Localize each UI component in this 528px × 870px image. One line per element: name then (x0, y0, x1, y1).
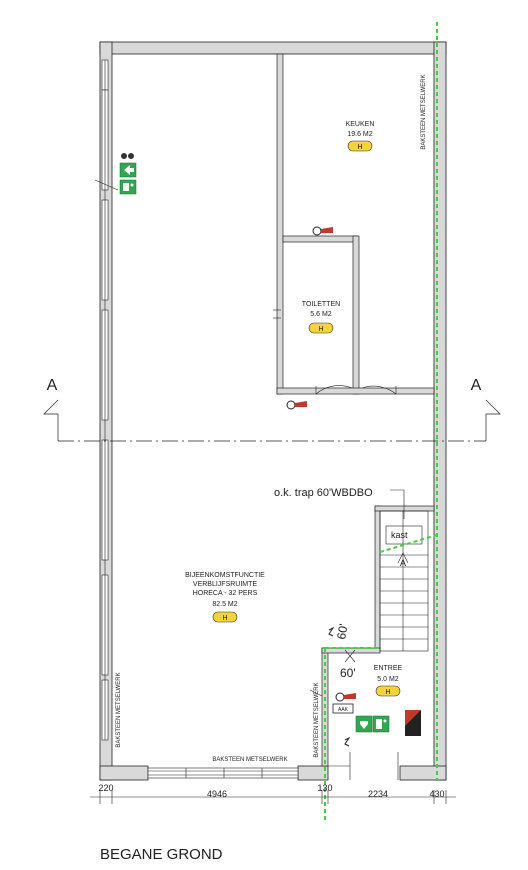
fire-extinguisher-icon (286, 400, 307, 410)
room-line2: VERBLIJFSRUIMTE (193, 581, 258, 588)
wall-kitchen-left (276, 53, 284, 395)
dim-220: 220 (98, 783, 113, 793)
wall-toilet-right (352, 235, 360, 395)
exit-door-line (94, 179, 119, 191)
fire-extinguisher-icon (335, 692, 356, 702)
badge-label: H (357, 144, 362, 151)
smoke-detector-icon (121, 153, 134, 159)
left-facade-windows (101, 59, 109, 741)
room-area: 19.6 M2 (347, 131, 372, 138)
badge-label: H (318, 326, 323, 333)
exit-person-sign-icon (119, 179, 137, 195)
drawing-title: BEGANE GROND (100, 846, 223, 863)
room-area: 5.6 M2 (310, 311, 332, 318)
wall-label-bottom: BAKSTEEN METSELWERK (212, 757, 287, 763)
exit-arrow-sign-icon (119, 162, 137, 178)
stair-arrow-label: A (400, 558, 406, 568)
room-entree: ENTREE 5.0 M2 H (374, 665, 403, 697)
fire-compartment-line (324, 22, 438, 822)
fire-rating-marks (309, 649, 356, 697)
wall-bottom-right (399, 765, 447, 781)
wall-label-left: BAKSTEEN METSELWERK (116, 672, 122, 747)
room-name: KEUKEN (346, 121, 375, 128)
section-marker-left: A (47, 377, 58, 394)
emergency-light-icon (328, 626, 351, 747)
stair-note-leader (390, 489, 405, 519)
wall-toilet-bottom (276, 387, 435, 395)
wall-right (433, 41, 447, 781)
entree-door (328, 752, 399, 780)
kast-label: kast (391, 530, 408, 540)
room-bijeenkomst: BIJEENKOMSTFUNCTIE VERBLIJFSRUIMTE HOREC… (185, 572, 265, 623)
fire-rating-1: 60' (334, 623, 351, 641)
dim-430: 430 (429, 789, 444, 799)
room-toiletten: TOILETTEN 5.6 M2 H (302, 301, 340, 334)
wall-label-right: BAKSTEEN METSELWERK (421, 74, 427, 149)
h-badge (347, 140, 373, 152)
dimension-line (90, 790, 456, 804)
wall-stair-top (374, 505, 435, 512)
wall-top (99, 41, 447, 55)
h-badge (308, 322, 334, 334)
dim-4946: 4946 (207, 789, 227, 799)
room-line3: HORECA - 32 PERS (193, 590, 258, 597)
wall-ticks (273, 309, 281, 319)
bottom-window (147, 767, 299, 779)
aak-label: AAK (338, 707, 349, 713)
room-name: ENTREE (374, 665, 403, 672)
dim-2234: 2234 (368, 789, 388, 799)
room-area: 82.5 M2 (212, 601, 237, 608)
room-name: BIJEENKOMSTFUNCTIE (185, 572, 265, 579)
stair-note: o.k. trap 60'WBDBO (274, 487, 373, 499)
section-line (43, 399, 501, 442)
stair (379, 510, 429, 652)
section-marker-right: A (471, 377, 482, 394)
wall-label-mid: BAKSTEEN METSELWERK (314, 682, 320, 757)
wall-kitchen-bottom (282, 235, 358, 243)
badge-label: H (385, 689, 390, 696)
h-badge (375, 685, 401, 697)
room-name: TOILETTEN (302, 301, 340, 308)
fire-extinguisher-icon (312, 226, 333, 236)
rmp-box: RMP (405, 710, 421, 736)
h-badge (212, 611, 238, 623)
rmp-label: RMP (411, 720, 417, 732)
fire-rating-2: 60' (340, 666, 356, 680)
room-area: 5.0 M2 (377, 676, 399, 683)
exit-down-sign-icon (355, 715, 373, 733)
wall-entree-top (321, 647, 381, 654)
wall-bottom-left (99, 765, 149, 781)
exit-person-sign-icon (372, 715, 390, 733)
wall-stair-left (374, 505, 381, 653)
interior-walls (276, 53, 435, 767)
room-keuken: KEUKEN 19.6 M2 H (346, 121, 375, 152)
wall-bottom-mid (297, 765, 329, 781)
toilet-doors (315, 385, 397, 395)
dim-130: 130 (317, 783, 332, 793)
badge-label: H (222, 615, 227, 622)
aak-sign: AAK (332, 703, 354, 714)
